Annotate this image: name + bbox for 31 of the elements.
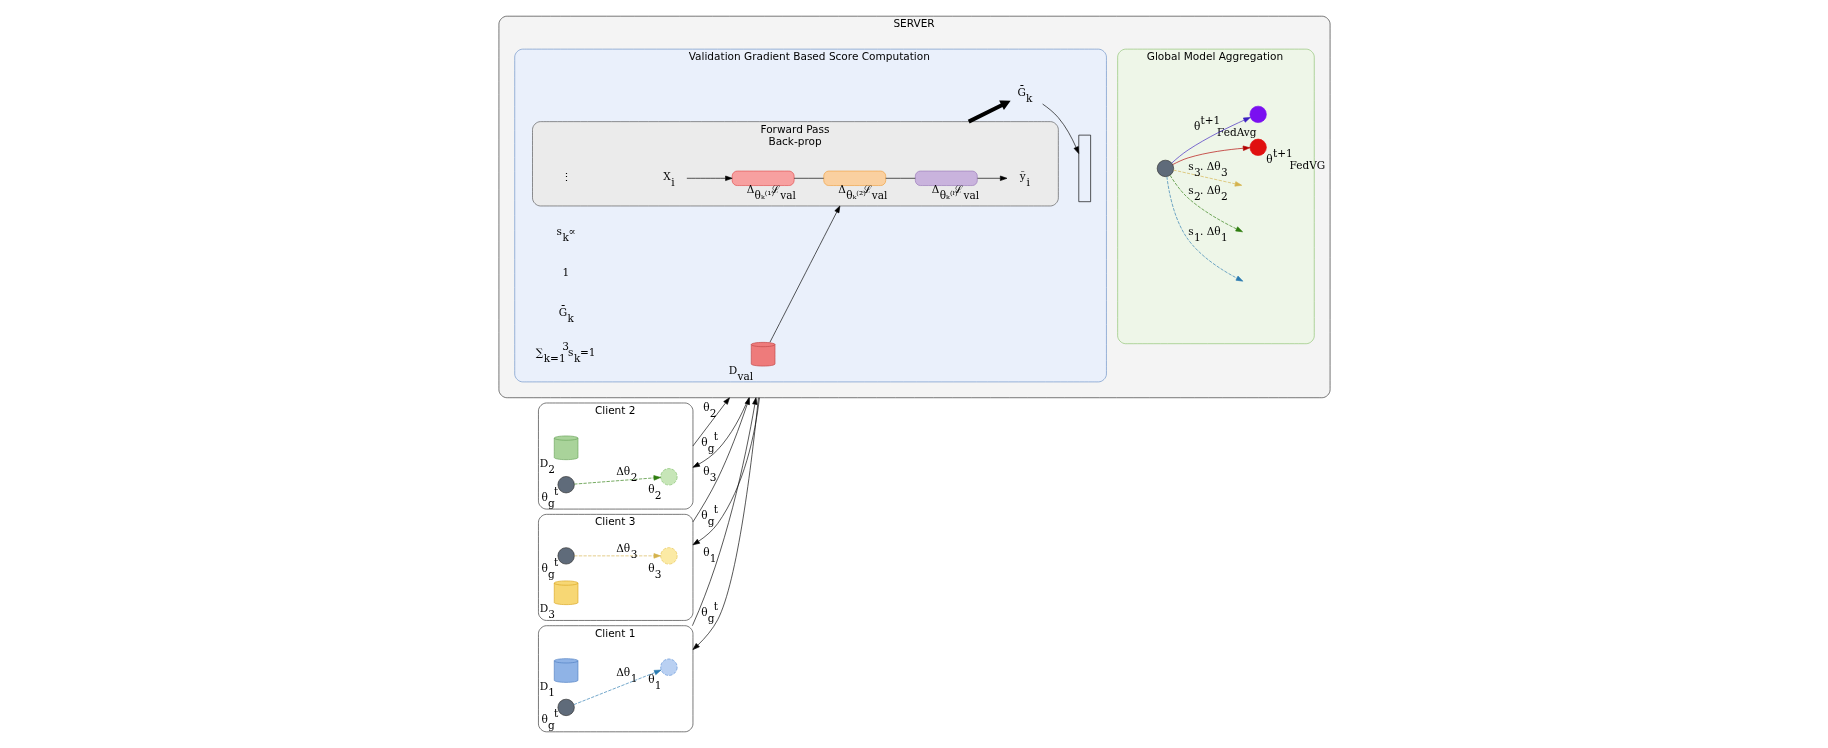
node-box <box>822 170 886 186</box>
node-circle <box>1249 105 1267 123</box>
node-circle <box>557 698 575 716</box>
arrow <box>1172 145 1250 165</box>
label: 1 <box>561 266 569 279</box>
arrow <box>573 475 661 485</box>
node-bar <box>1077 134 1091 202</box>
arrow <box>692 397 730 447</box>
node-circle <box>659 547 677 565</box>
node-circle <box>1156 159 1174 177</box>
arrow <box>686 175 732 181</box>
node-circle <box>1249 138 1267 156</box>
arrow <box>692 397 760 546</box>
arrow <box>573 553 661 559</box>
arrow <box>1166 176 1243 282</box>
arrow <box>692 397 750 523</box>
arrow <box>967 100 1011 124</box>
node-circle <box>659 658 677 676</box>
arrow <box>769 205 840 343</box>
arrow <box>692 397 749 468</box>
arrow <box>976 175 1007 181</box>
node-circle <box>659 468 677 486</box>
arrow <box>1041 103 1079 154</box>
arrow <box>1172 169 1242 187</box>
arrow <box>1170 117 1251 164</box>
node-circle <box>557 476 575 494</box>
arrow <box>1169 175 1243 233</box>
label: ⋮ <box>560 170 572 183</box>
node-circle <box>557 547 575 565</box>
node-box <box>914 170 978 186</box>
node-box <box>731 170 794 186</box>
